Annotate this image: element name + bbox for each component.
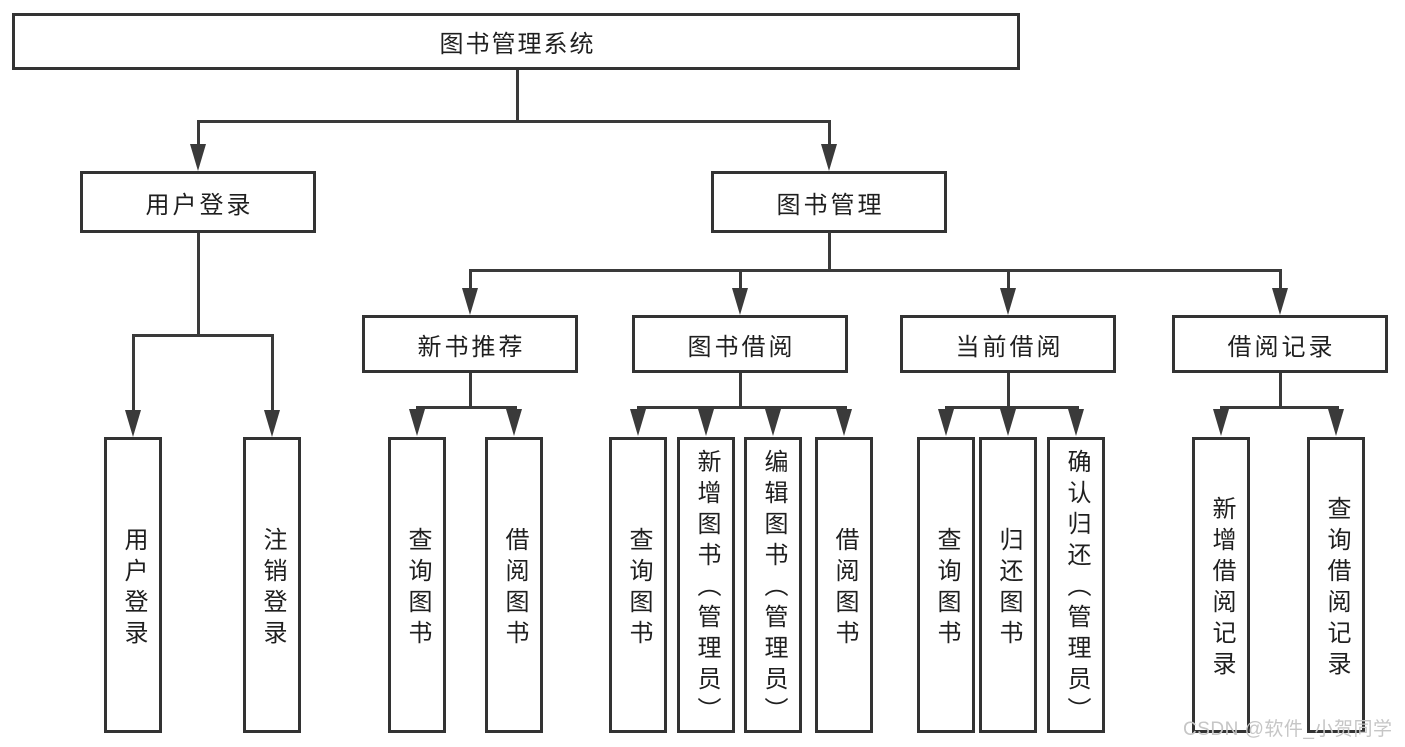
arrow-down-icon — [630, 409, 646, 436]
connector-user-drop-1 — [132, 334, 135, 412]
leaf-edit-books-admin-label: 编辑图书（管理员） — [760, 449, 787, 728]
arrow-down-icon — [765, 409, 781, 436]
node-root: 图书管理系统 — [12, 13, 1020, 70]
leaf-edit-books-admin: 编辑图书（管理员） — [744, 437, 802, 733]
arrow-down-icon — [1328, 409, 1344, 436]
leaf-confirm-return-admin-label: 确认归还（管理员） — [1063, 449, 1090, 728]
arrow-down-icon — [1213, 409, 1229, 436]
connector-bookmgmt-drop-3 — [1007, 269, 1010, 290]
node-current-borrow-label: 当前借阅 — [955, 333, 1064, 361]
leaf-return-books: 归还图书 — [979, 437, 1037, 733]
connector-current-trunk — [1007, 373, 1010, 409]
leaf-add-books-admin-label: 新增图书（管理员） — [693, 449, 720, 728]
arrow-down-icon — [1068, 409, 1084, 436]
connector-current-rail — [945, 406, 1079, 409]
leaf-add-books-admin: 新增图书（管理员） — [677, 437, 735, 733]
connector-bookmgmt-drop-4 — [1279, 269, 1282, 290]
connector-bookmgmt-drop-2 — [739, 269, 742, 290]
connector-user-rail — [132, 334, 274, 337]
arrow-down-icon — [190, 144, 206, 171]
leaf-confirm-return-admin: 确认归还（管理员） — [1047, 437, 1105, 733]
connector-borrow-rail — [637, 406, 847, 409]
connector-root-drop-left — [197, 120, 200, 146]
node-book-borrow: 图书借阅 — [632, 315, 848, 373]
arrow-down-icon — [506, 409, 522, 436]
connector-bookmgmt-trunk — [828, 232, 831, 272]
arrow-down-icon — [462, 288, 478, 315]
connector-root-trunk — [516, 70, 519, 123]
connector-bookmgmt-drop-1 — [469, 269, 472, 290]
connector-user-trunk — [197, 233, 200, 337]
leaf-query-books-borrow: 查询图书 — [609, 437, 667, 733]
node-new-book-recommend: 新书推荐 — [362, 315, 578, 373]
arrow-down-icon — [409, 409, 425, 436]
connector-borrow-trunk — [739, 373, 742, 409]
connector-records-rail — [1220, 406, 1339, 409]
leaf-query-books-borrow-label: 查询图书 — [625, 526, 652, 651]
leaf-borrow-books: 借阅图书 — [815, 437, 873, 733]
node-book-management-label: 图书管理 — [776, 191, 885, 219]
leaf-query-books-current-label: 查询图书 — [933, 526, 960, 651]
node-current-borrow: 当前借阅 — [900, 315, 1116, 373]
node-user-login: 用户登录 — [80, 171, 316, 233]
node-root-label: 图书管理系统 — [439, 31, 596, 58]
arrow-down-icon — [938, 409, 954, 436]
leaf-add-borrow-record-label: 新增借阅记录 — [1208, 495, 1235, 682]
leaf-logout-label: 注销登录 — [259, 526, 286, 651]
leaf-borrow-books-recommend: 借阅图书 — [485, 437, 543, 733]
connector-recommend-rail — [416, 406, 517, 409]
leaf-query-books-recommend-label: 查询图书 — [404, 526, 431, 651]
node-new-book-recommend-label: 新书推荐 — [417, 333, 526, 361]
node-book-borrow-label: 图书借阅 — [687, 333, 796, 361]
arrow-down-icon — [1000, 288, 1016, 315]
node-borrow-records: 借阅记录 — [1172, 315, 1388, 373]
leaf-borrow-books-label: 借阅图书 — [831, 526, 858, 651]
leaf-query-books-recommend: 查询图书 — [388, 437, 446, 733]
connector-user-drop-2 — [271, 334, 274, 412]
connector-bookmgmt-rail — [469, 269, 1282, 272]
leaf-borrow-books-recommend-label: 借阅图书 — [501, 526, 528, 651]
leaf-query-books-current: 查询图书 — [917, 437, 975, 733]
arrow-down-icon — [698, 409, 714, 436]
leaf-add-borrow-record: 新增借阅记录 — [1192, 437, 1250, 733]
arrow-down-icon — [264, 410, 280, 437]
arrow-down-icon — [732, 288, 748, 315]
arrow-down-icon — [821, 144, 837, 171]
connector-recommend-trunk — [469, 373, 472, 409]
node-book-management: 图书管理 — [711, 171, 947, 233]
arrow-down-icon — [125, 410, 141, 437]
node-user-login-label: 用户登录 — [145, 191, 254, 219]
csdn-watermark: CSDN @软件_小贺同学 — [1183, 719, 1393, 740]
leaf-query-borrow-record-label: 查询借阅记录 — [1323, 495, 1350, 682]
node-borrow-records-label: 借阅记录 — [1227, 333, 1336, 361]
connector-root-drop-right — [828, 120, 831, 146]
arrow-down-icon — [1000, 409, 1016, 436]
leaf-query-borrow-record: 查询借阅记录 — [1307, 437, 1365, 733]
leaf-logout: 注销登录 — [243, 437, 301, 733]
connector-records-trunk — [1279, 373, 1282, 409]
arrow-down-icon — [1272, 288, 1288, 315]
leaf-user-login: 用户登录 — [104, 437, 162, 733]
connector-root-rail — [197, 120, 831, 123]
leaf-return-books-label: 归还图书 — [995, 526, 1022, 651]
arrow-down-icon — [836, 409, 852, 436]
leaf-user-login-label: 用户登录 — [120, 526, 147, 651]
